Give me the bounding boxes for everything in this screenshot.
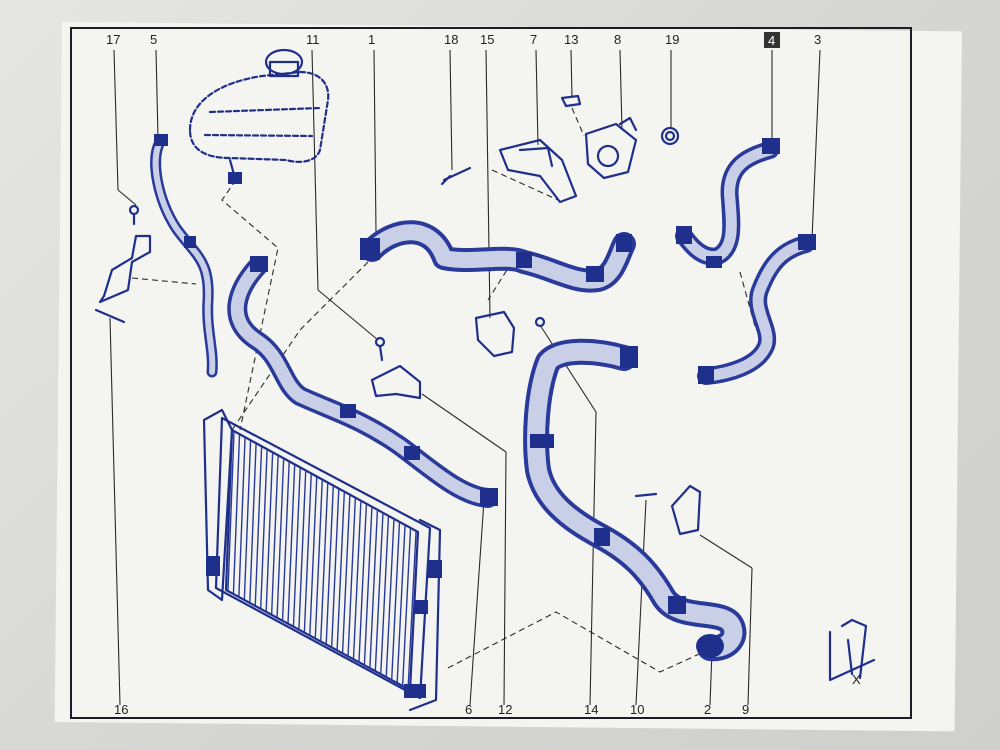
callout-13: 13: [564, 32, 578, 47]
radiator-fin: [276, 459, 285, 618]
diagram-frame: [70, 27, 912, 719]
callout-10: 10: [630, 702, 644, 717]
callout-11: 11: [306, 32, 320, 47]
radiator-fin: [265, 453, 274, 612]
radiator-fin: [363, 507, 373, 666]
radiator-fin: [396, 525, 406, 684]
radiator-fin: [249, 444, 257, 603]
radiator-fin: [232, 435, 241, 594]
callouts-bottom: 16 6 12 14 10 2 9: [114, 702, 749, 717]
callout-17: 17: [106, 32, 120, 47]
callout-4-highlight-box: [764, 32, 780, 48]
hose-6: [227, 256, 498, 508]
hose-1: [360, 220, 636, 293]
radiator-fin: [309, 477, 318, 636]
radiator-fin: [325, 486, 334, 645]
stud-18: [440, 166, 472, 186]
callout-4: 4: [768, 33, 775, 48]
callout-6: 6: [465, 702, 472, 717]
radiator-fin: [227, 431, 235, 591]
clip-13: [560, 94, 585, 137]
radiator-fin: [260, 450, 268, 609]
radiator-fin: [238, 438, 246, 597]
callout-15: 15: [480, 32, 494, 47]
radiator-fin: [385, 519, 395, 678]
radiator-fin: [380, 516, 390, 675]
callout-12: 12: [498, 702, 512, 717]
pump-housing-7: [498, 138, 578, 204]
radiator-fin: [407, 531, 417, 691]
callout-5: 5: [150, 32, 157, 47]
radiator-fin: [254, 447, 263, 606]
axis-x-label: X: [852, 672, 861, 687]
bracket-9: [634, 484, 702, 536]
callout-1: 1: [368, 32, 375, 47]
radiator-fin: [243, 441, 252, 600]
callout-19: 19: [665, 32, 679, 47]
callout-9: 9: [742, 702, 749, 717]
radiator-fin: [270, 456, 279, 615]
seal-19: [660, 126, 680, 146]
radiator-fin: [320, 483, 329, 642]
radiator-fin: [303, 474, 312, 633]
callout-3: 3: [814, 32, 821, 47]
bracket-15: [474, 310, 546, 358]
axis-orientation-marker: X: [828, 618, 876, 687]
radiator-fin: [298, 471, 307, 630]
bracket-16: [94, 204, 152, 324]
radiator-fin: [374, 513, 384, 672]
callout-8: 8: [614, 32, 621, 47]
callout-16: 16: [114, 702, 128, 717]
callouts-top: 17 5 11 1 18 15 7 13 8 19 4 3: [106, 32, 821, 48]
radiator-fin: [292, 468, 301, 627]
radiator: [202, 408, 442, 712]
callout-14: 14: [584, 702, 598, 717]
hose-4: [675, 138, 780, 268]
radiator-fin: [330, 489, 340, 648]
hose-3: [697, 234, 816, 385]
radiator-fin: [401, 528, 412, 688]
radiator-fin: [314, 480, 323, 639]
bracket-12: [370, 336, 422, 400]
radiator-fin: [369, 510, 379, 669]
expansion-tank: [188, 48, 330, 184]
radiator-fin: [347, 498, 357, 657]
hose-5: [150, 134, 218, 378]
radiator-fin: [358, 504, 368, 663]
radiator-fin: [287, 465, 296, 624]
leader-lines: [109, 49, 821, 706]
callout-7: 7: [530, 32, 537, 47]
callout-2: 2: [704, 702, 711, 717]
water-pump-8: [584, 116, 638, 180]
callout-18: 18: [444, 32, 458, 47]
hose-2: [523, 338, 747, 662]
radiator-fin: [352, 501, 362, 660]
radiator-fin: [341, 495, 351, 654]
radiator-fin: [390, 522, 401, 681]
radiator-fin: [281, 462, 290, 621]
radiator-fin: [336, 492, 346, 651]
